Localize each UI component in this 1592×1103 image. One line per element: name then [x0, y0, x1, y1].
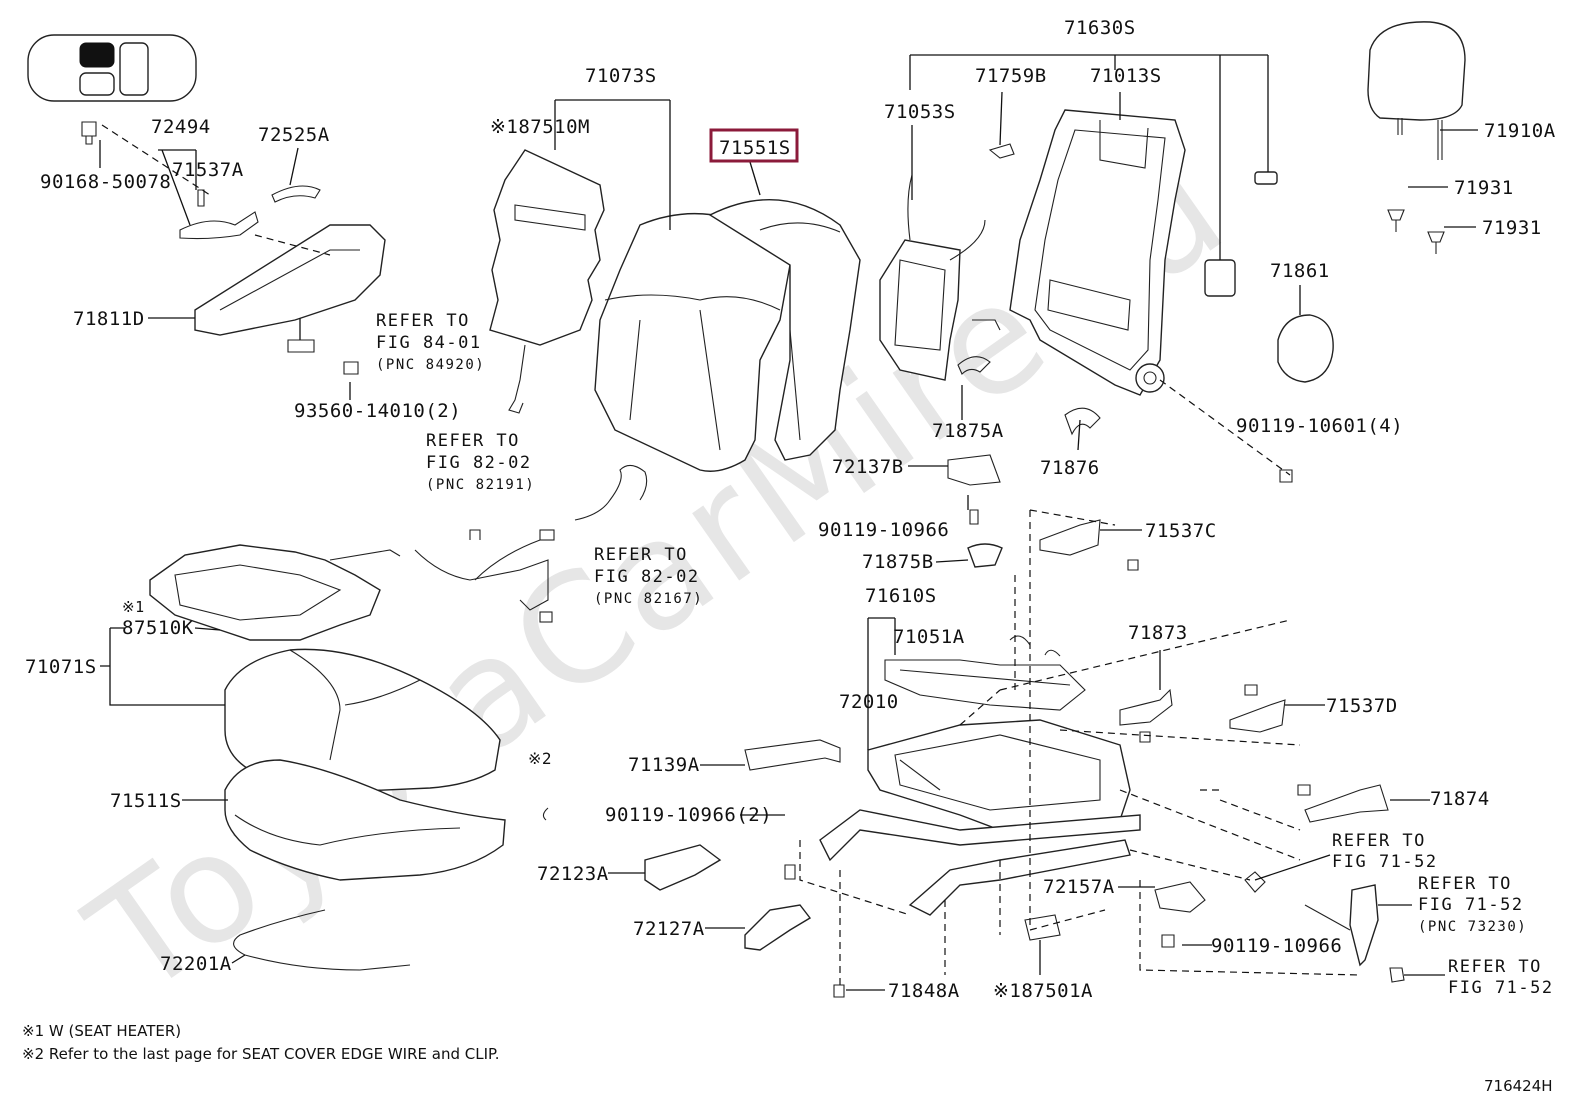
- label-72525A[interactable]: 72525A: [258, 124, 330, 146]
- label-87510K[interactable]: 87510K: [122, 617, 194, 639]
- footnote-2: ※2 Refer to the last page for SEAT COVER…: [22, 1045, 499, 1063]
- label-71537A[interactable]: 71537A: [172, 159, 244, 181]
- seat-frame-drawing: [867, 635, 1131, 831]
- ref-line3: (PNC 73230): [1418, 919, 1527, 935]
- lumbar-assembly-drawing: [879, 174, 1101, 436]
- label-72157A[interactable]: 72157A: [1043, 876, 1115, 898]
- label-71875B[interactable]: 71875B: [862, 551, 934, 573]
- heater-wiring-drawing: [414, 464, 648, 623]
- label-72201A[interactable]: 72201A: [160, 953, 232, 975]
- refer-to-fig-84-01[interactable]: REFER TO FIG 84-01 (PNC 84920): [376, 311, 485, 373]
- label-71013S[interactable]: 71013S: [1090, 65, 1162, 87]
- clip-drawing: [542, 807, 549, 821]
- label-72010[interactable]: 72010: [839, 691, 899, 713]
- label-93560-14010[interactable]: 93560-14010(2): [294, 400, 461, 422]
- label-71537D[interactable]: 71537D: [1326, 695, 1398, 717]
- label-71876[interactable]: 71876: [1040, 457, 1100, 479]
- edge-wire-drawing: [233, 909, 411, 971]
- ref-line1: REFER TO: [376, 311, 470, 331]
- ref-line1: REFER TO: [1332, 831, 1426, 851]
- ref-line1: REFER TO: [1418, 874, 1512, 894]
- seat-position-icon: [27, 34, 197, 102]
- highlight-box: [709, 128, 799, 163]
- label-71053S[interactable]: 71053S: [884, 101, 956, 123]
- label-71551S[interactable]: 71551S: [719, 137, 791, 159]
- label-71875A[interactable]: 71875A: [932, 420, 1004, 442]
- seat-track-drawing: [819, 809, 1141, 916]
- label-71811D[interactable]: 71811D: [73, 308, 145, 330]
- seatback-cover-drawing: [594, 199, 861, 472]
- label-87510M[interactable]: ※187510M: [490, 116, 590, 138]
- label-90119-10966-2[interactable]: 90119-10966(2): [605, 804, 772, 826]
- label-90168-50078[interactable]: 90168-50078: [40, 171, 171, 193]
- label-mark2: ※2: [528, 749, 552, 768]
- label-71910A[interactable]: 71910A: [1484, 120, 1556, 142]
- label-87510K-mark: ※1: [122, 598, 145, 616]
- label-71051A[interactable]: 71051A: [893, 626, 965, 648]
- label-71861[interactable]: 71861: [1270, 260, 1330, 282]
- leader-lines: [99, 54, 1478, 991]
- ref-line3: (PNC 84920): [376, 357, 485, 373]
- label-71931-lower[interactable]: 71931: [1482, 217, 1542, 239]
- label-71630S[interactable]: 71630S: [1064, 17, 1136, 39]
- label-87501A[interactable]: ※187501A: [993, 980, 1093, 1002]
- label-72127A[interactable]: 72127A: [633, 918, 705, 940]
- label-72494[interactable]: 72494: [151, 116, 211, 138]
- part-labels: 71630S 71073S ※187510M 71551S 71053S 717…: [25, 17, 1556, 1002]
- armrest-cover-drawing: [81, 121, 386, 375]
- seatback-heater-pad-drawing: [489, 149, 605, 414]
- ref-line3: (PNC 82167): [594, 591, 703, 607]
- ref-line1: REFER TO: [1448, 957, 1542, 977]
- refer-to-fig-71-52-c[interactable]: REFER TO FIG 71-52: [1448, 957, 1554, 998]
- label-71848A[interactable]: 71848A: [888, 980, 960, 1002]
- ref-line2: FIG 82-02: [594, 567, 700, 587]
- seatback-frame-drawing: [988, 109, 1278, 396]
- label-71071S[interactable]: 71071S: [25, 656, 97, 678]
- label-72137B[interactable]: 72137B: [832, 456, 904, 478]
- refer-to-fig-82-02-a[interactable]: REFER TO FIG 82-02 (PNC 82191): [426, 431, 535, 493]
- ref-line2: FIG 71-52: [1418, 895, 1524, 915]
- diagram-code: 716424H: [1484, 1077, 1553, 1095]
- label-90119-10966-b[interactable]: 90119-10966: [1211, 935, 1342, 957]
- label-90119-10966-a[interactable]: 90119-10966: [818, 519, 949, 541]
- headrest-drawing: [1277, 21, 1466, 383]
- ref-line1: REFER TO: [426, 431, 520, 451]
- small-parts-drawing: [644, 454, 1405, 998]
- label-71931-upper[interactable]: 71931: [1454, 177, 1514, 199]
- footnote-1: ※1 W (SEAT HEATER): [22, 1022, 181, 1040]
- label-71873[interactable]: 71873: [1128, 622, 1188, 644]
- label-71139A[interactable]: 71139A: [628, 754, 700, 776]
- refer-to-fig-71-52-b[interactable]: REFER TO FIG 71-52 (PNC 73230): [1418, 874, 1527, 935]
- refer-to-fig-71-52-a[interactable]: REFER TO FIG 71-52: [1332, 831, 1438, 872]
- dashed-lines: [101, 124, 1361, 985]
- ref-line2: FIG 84-01: [376, 333, 482, 353]
- label-71759B[interactable]: 71759B: [975, 65, 1047, 87]
- ref-line2: FIG 71-52: [1448, 978, 1554, 998]
- cushion-heater-pad-drawing: [149, 544, 401, 641]
- ref-line3: (PNC 82191): [426, 477, 535, 493]
- label-72123A[interactable]: 72123A: [537, 863, 609, 885]
- label-71874[interactable]: 71874: [1430, 788, 1490, 810]
- label-71511S[interactable]: 71511S: [110, 790, 182, 812]
- label-71610S[interactable]: 71610S: [865, 585, 937, 607]
- label-71073S[interactable]: 71073S: [585, 65, 657, 87]
- refer-to-fig-82-02-b[interactable]: REFER TO FIG 82-02 (PNC 82167): [594, 545, 703, 607]
- label-71537C[interactable]: 71537C: [1145, 520, 1217, 542]
- ref-line2: FIG 82-02: [426, 453, 532, 473]
- seat-cushion-drawing: [224, 648, 506, 881]
- ref-line2: FIG 71-52: [1332, 852, 1438, 872]
- ref-line1: REFER TO: [594, 545, 688, 565]
- label-90119-10601[interactable]: 90119-10601(4): [1236, 415, 1403, 437]
